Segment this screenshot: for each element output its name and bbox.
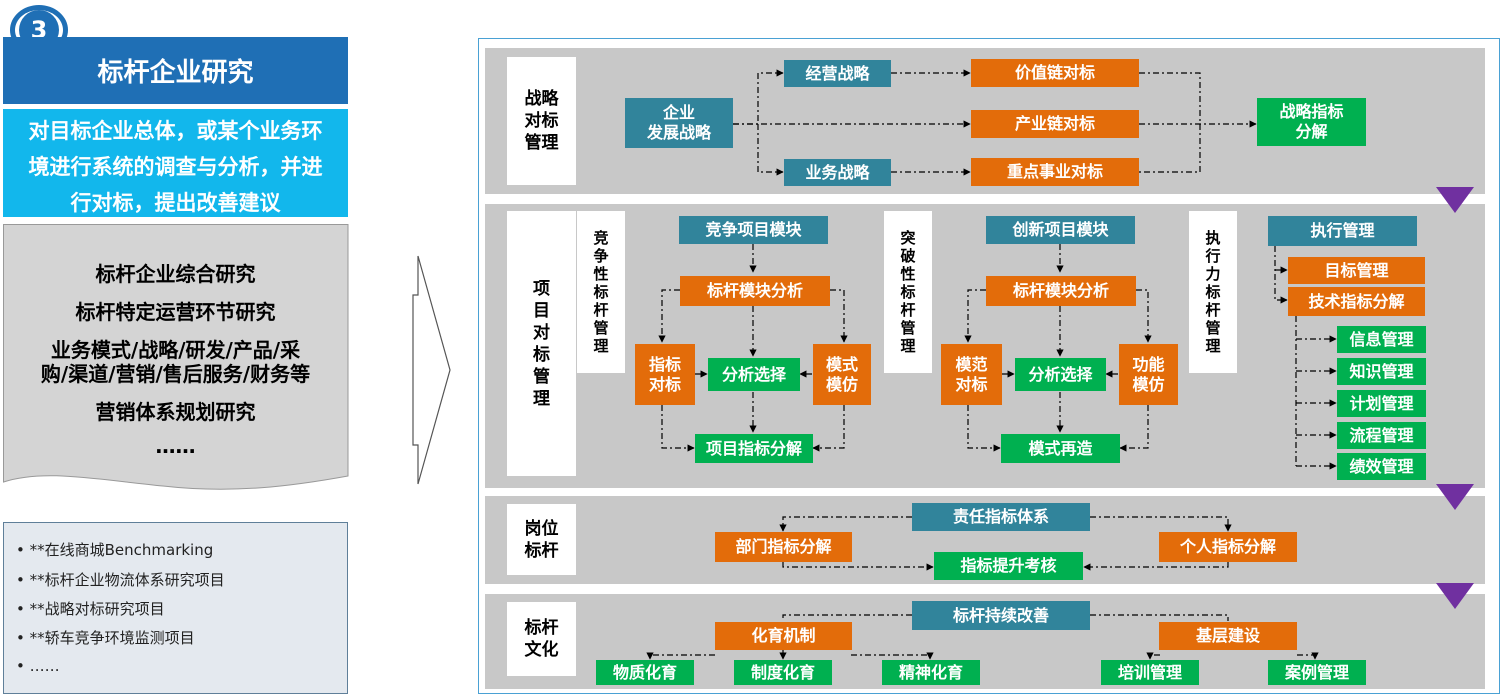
- tech-indicator-node: 技术指标分解: [1288, 287, 1425, 316]
- target-management-node: 目标管理: [1288, 257, 1425, 284]
- continuous-improvement-node: 标杆持续改善: [912, 601, 1090, 630]
- study-list: 标杆企业综合研究 标杆特定运营环节研究 业务模式/战略/研发/产品/采 购/渠道…: [3, 224, 348, 495]
- responsibility-system-node: 责任指标体系: [912, 503, 1090, 531]
- down-triangle-icon: [1436, 484, 1474, 510]
- description-line: 境进行系统的调查与分析，并进: [28, 155, 323, 179]
- project-item: • **轿车竞争环境监测项目: [16, 629, 195, 647]
- exemplar-benchmark-node: 模范 对标: [941, 344, 1002, 405]
- system-node: 制度化育: [734, 660, 832, 685]
- study-item: 标杆企业综合研究: [95, 262, 256, 286]
- indicator-benchmark-node: 指标 对标: [635, 344, 695, 405]
- function-imitation-node: 功能 模仿: [1119, 344, 1178, 405]
- dept-indicator-node: 部门指标分解: [715, 532, 852, 562]
- study-item: 营销体系规划研究: [95, 400, 256, 424]
- study-doc-shape: [3, 224, 349, 490]
- grassroots-node: 基层建设: [1159, 622, 1297, 650]
- position-label: 岗位 标杆: [507, 504, 576, 575]
- execution-management-node: 执行管理: [1268, 216, 1417, 246]
- description-line: 对目标企业总体，或某个业务环: [28, 119, 323, 143]
- plan-management-node: 计划管理: [1337, 390, 1426, 417]
- strategy-label: 战略 对标 管理: [507, 57, 576, 185]
- project-indicator-node: 项目指标分解: [695, 434, 813, 463]
- section-title: 标杆企业研究: [3, 37, 348, 104]
- execution-label: 执 行 力 标 杆 管 理: [1189, 211, 1237, 373]
- strategy-decomposition-node: 战略指标 分解: [1257, 98, 1366, 146]
- competitive-label: 竞 争 性 标 杆 管 理: [577, 211, 625, 373]
- innovation-module-node: 创新项目模块: [986, 216, 1135, 244]
- project-list: • **在线商城Benchmarking • **标杆企业物流体系研究项目 • …: [3, 522, 348, 694]
- project-item: • **标杆企业物流体系研究项目: [16, 571, 225, 589]
- industry-chain-node: 产业链对标: [971, 110, 1139, 138]
- competitive-analysis-node: 标杆模块分析: [680, 276, 830, 306]
- project-item: • **在线商城Benchmarking: [16, 541, 214, 559]
- project-item: • **战略对标研究项目: [16, 600, 165, 618]
- knowledge-management-node: 知识管理: [1337, 358, 1426, 385]
- culture-label: 标杆 文化: [507, 602, 576, 676]
- competitive-module-node: 竞争项目模块: [679, 216, 828, 244]
- process-management-node: 流程管理: [1337, 422, 1426, 449]
- study-item: 标杆特定运营环节研究: [75, 300, 276, 324]
- project-label: 项 目 对 标 管 理: [507, 211, 576, 476]
- breakthrough-label: 突 破 性 标 杆 管 理: [884, 211, 932, 373]
- spirit-node: 精神化育: [882, 660, 980, 685]
- competitive-select-node: 分析选择: [708, 358, 800, 391]
- study-item: 业务模式/战略/研发/产品/采: [50, 338, 301, 362]
- key-business-node: 重点事业对标: [971, 158, 1139, 186]
- study-item: ……: [155, 434, 196, 458]
- performance-management-node: 绩效管理: [1337, 453, 1426, 480]
- model-imitation-node: 模式 模仿: [813, 344, 871, 405]
- operations-strategy-node: 业务战略: [784, 159, 891, 186]
- big-arrow-icon: [412, 255, 451, 485]
- breakthrough-analysis-node: 标杆模块分析: [986, 276, 1136, 306]
- case-node: 案例管理: [1268, 660, 1366, 685]
- down-triangle-icon: [1436, 187, 1474, 213]
- enterprise-strategy-node: 企业 发展战略: [625, 98, 733, 148]
- study-item: 购/渠道/营销/售后服务/财务等: [40, 362, 311, 386]
- breakthrough-select-node: 分析选择: [1015, 358, 1106, 391]
- project-item: • ……: [16, 657, 60, 675]
- down-triangle-icon: [1436, 583, 1474, 609]
- personal-indicator-node: 个人指标分解: [1159, 532, 1297, 562]
- business-strategy-node: 经营战略: [784, 60, 891, 87]
- description-line: 行对标，提出改善建议: [70, 191, 281, 215]
- info-management-node: 信息管理: [1337, 326, 1426, 353]
- value-chain-node: 价值链对标: [971, 59, 1139, 87]
- indicator-assessment-node: 指标提升考核: [934, 552, 1083, 580]
- material-node: 物质化育: [596, 660, 694, 685]
- model-reengineering-node: 模式再造: [1001, 434, 1120, 463]
- description-box: 对目标企业总体，或某个业务环 境进行系统的调查与分析，并进 行对标，提出改善建议: [3, 109, 348, 217]
- cultivation-mechanism-node: 化育机制: [715, 622, 852, 650]
- training-node: 培训管理: [1101, 660, 1199, 685]
